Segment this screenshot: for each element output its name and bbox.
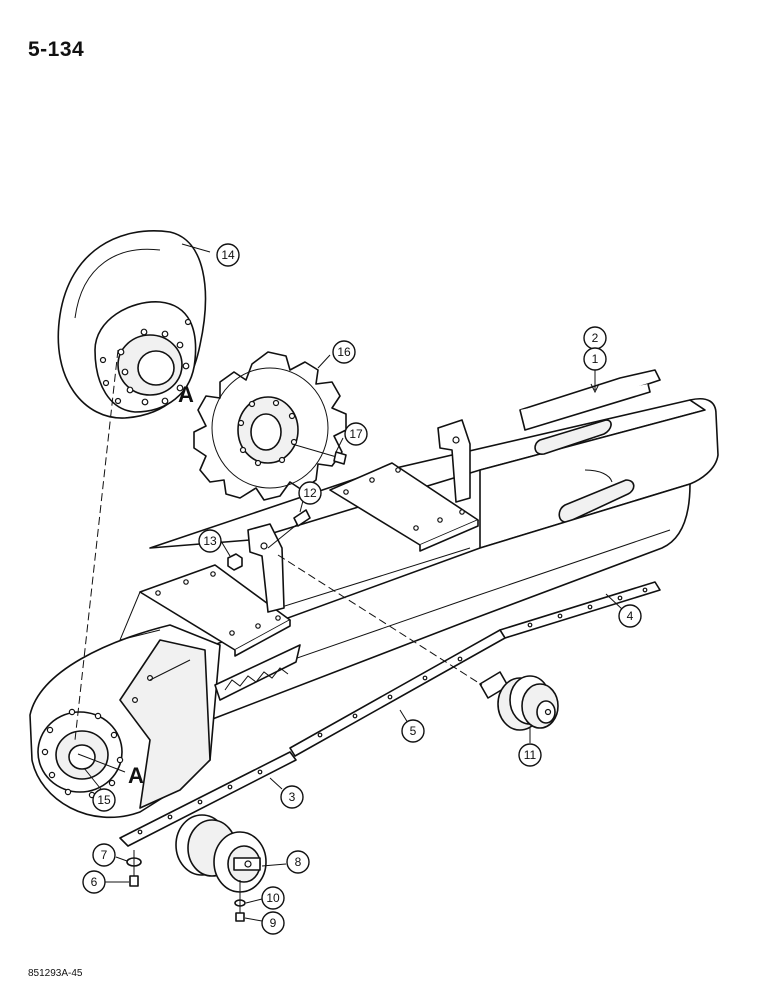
track-guide-comb: [214, 644, 301, 701]
callout-13: 13: [198, 529, 222, 553]
callout-8: 8: [286, 850, 310, 874]
figure-code: 851293A-45: [28, 968, 83, 979]
callout-1-label: 1: [592, 352, 599, 366]
callout-14-label: 14: [221, 248, 235, 262]
callout-6-label: 6: [91, 875, 98, 889]
callout-11: 11: [518, 743, 542, 767]
callout-2-label: 2: [592, 331, 599, 345]
final-drive-housing: [57, 230, 207, 419]
reference-letter-a-upper: A: [178, 382, 194, 407]
callout-9: 9: [261, 911, 285, 935]
bolt-6: [129, 875, 139, 887]
track-frame: [149, 369, 719, 721]
callout-10-label: 10: [266, 891, 280, 905]
callout-5-label: 5: [410, 724, 417, 738]
mounting-pad-front: [119, 564, 291, 657]
bracket-bolt: [267, 509, 311, 549]
callout-3: 3: [280, 785, 304, 809]
callout-16-label: 16: [337, 345, 351, 359]
callout-7: 7: [92, 843, 116, 867]
callout-6: 6: [82, 870, 106, 894]
callout-16: 16: [332, 340, 356, 364]
callout-13-label: 13: [203, 534, 217, 548]
callout-3-label: 3: [289, 790, 296, 804]
callout-12: 12: [298, 481, 322, 505]
sprocket-bolt: [291, 443, 347, 465]
callout-4-label: 4: [627, 609, 634, 623]
callout-15: 15: [92, 788, 116, 812]
mounting-pad-rear: [329, 462, 479, 552]
callout-12-label: 12: [303, 486, 317, 500]
callout-1: 1: [583, 347, 607, 371]
idler-end-casting: [29, 624, 221, 819]
page-number: 5-134: [28, 38, 85, 61]
support-bracket-rear: [437, 419, 471, 503]
callout-11-label: 11: [524, 748, 537, 762]
guide-strip-lower: [289, 629, 506, 757]
bracket-nut: [227, 553, 243, 571]
track-roller: [175, 814, 267, 893]
callout-14: 14: [216, 243, 240, 267]
reference-letter-a-lower: A: [128, 763, 144, 788]
sprocket: [193, 351, 347, 501]
callout-17-label: 17: [349, 427, 363, 441]
callout-17: 17: [344, 422, 368, 446]
callout-5: 5: [401, 719, 425, 743]
callout-10: 10: [261, 886, 285, 910]
callout-2: 2: [583, 326, 607, 350]
support-bracket-front: [247, 523, 285, 613]
callout-7-label: 7: [101, 848, 108, 862]
callout-9-label: 9: [270, 916, 277, 930]
wear-strip: [119, 751, 297, 847]
carrier-roller: [479, 671, 559, 731]
callout-8-label: 8: [295, 855, 302, 869]
callout-15-label: 15: [97, 793, 111, 807]
bolt-9: [235, 912, 245, 922]
callout-4: 4: [618, 604, 642, 628]
